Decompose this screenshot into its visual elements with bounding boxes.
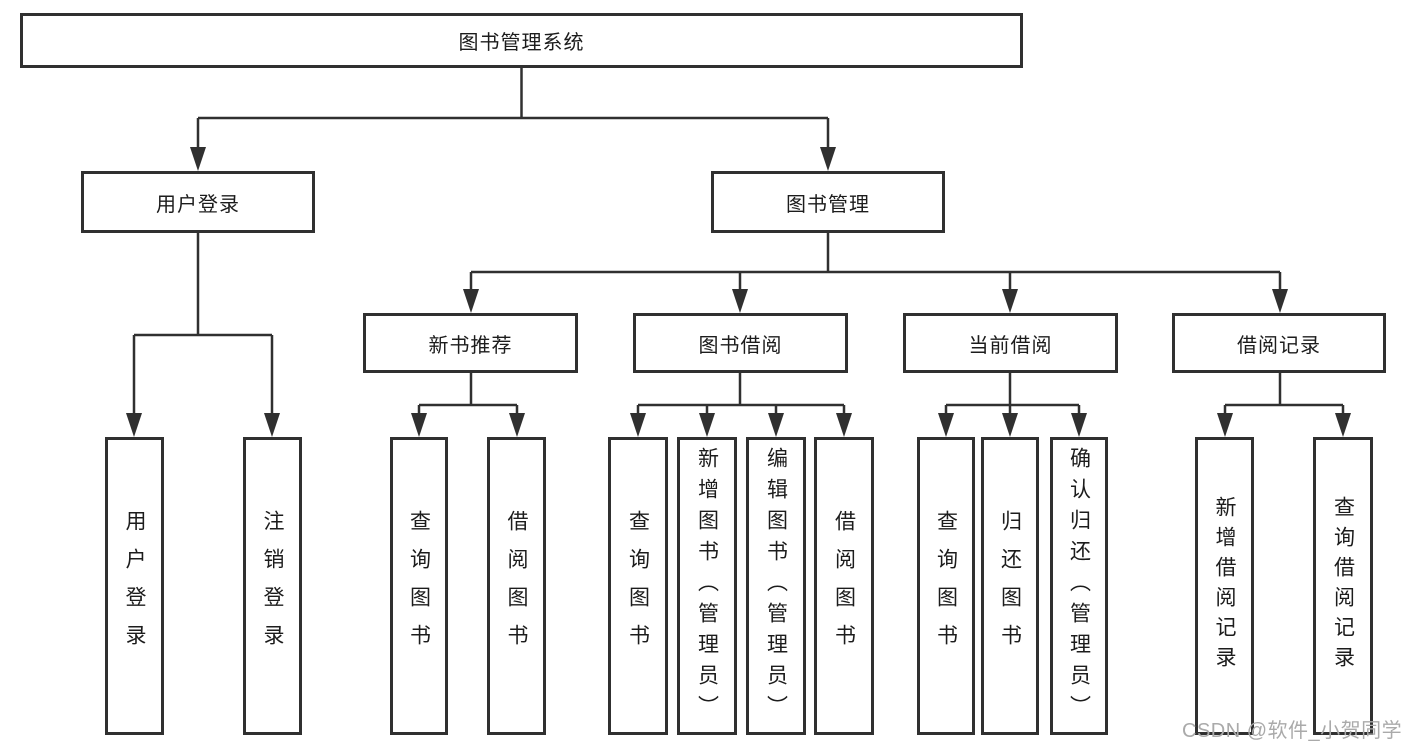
leaf-query-books-recommend: 查询图书 (390, 437, 448, 735)
node-label: 新书推荐 (428, 334, 513, 357)
leaf-borrow-books-recommend: 借阅图书 (487, 437, 546, 735)
leaf-query-books-current: 查询图书 (917, 437, 975, 735)
leaf-borrow-books: 借阅图书 (814, 437, 874, 735)
connector-lines (132, 68, 1345, 428)
node-user-login: 用户登录 (81, 171, 315, 233)
leaf-confirm-return-admin: 确认归还（管理员） (1050, 437, 1108, 735)
leaf-label: 查询图书 (407, 510, 431, 662)
leaf-label: 确认归还（管理员） (1067, 446, 1091, 726)
leaf-label: 查询借阅记录 (1331, 496, 1355, 676)
leaf-label: 新增借阅记录 (1213, 496, 1236, 676)
leaf-label: 注销登录 (261, 510, 284, 662)
leaf-label: 借阅图书 (832, 510, 856, 662)
leaf-label: 编辑图书（管理员） (764, 446, 788, 726)
leaf-label: 归还图书 (998, 510, 1022, 662)
leaf-edit-books-admin: 编辑图书（管理员） (746, 437, 806, 735)
node-label: 当前借阅 (968, 334, 1053, 357)
leaf-label: 用户登录 (123, 510, 146, 662)
leaf-query-books-borrowing: 查询图书 (608, 437, 668, 735)
node-library-system: 图书管理系统 (20, 13, 1023, 68)
csdn-watermark: CSDN @软件_小贺同学 (1182, 720, 1403, 742)
node-label: 用户登录 (156, 193, 240, 216)
node-book-borrowing: 图书借阅 (633, 313, 848, 373)
node-label: 图书管理系统 (458, 32, 585, 54)
leaf-query-borrow-record: 查询借阅记录 (1313, 437, 1373, 735)
leaf-label: 查询图书 (626, 510, 650, 662)
node-label: 图书借阅 (698, 334, 783, 357)
node-label: 借阅记录 (1237, 334, 1321, 357)
node-book-management: 图书管理 (711, 171, 945, 233)
leaf-label: 新增图书（管理员） (695, 446, 719, 726)
node-borrow-records: 借阅记录 (1172, 313, 1386, 373)
node-new-book-recommend: 新书推荐 (363, 313, 578, 373)
leaf-return-books: 归还图书 (981, 437, 1039, 735)
node-label: 图书管理 (786, 193, 870, 216)
leaf-label: 查询图书 (934, 510, 958, 662)
leaf-add-borrow-record: 新增借阅记录 (1195, 437, 1254, 735)
leaf-logout-login: 注销登录 (243, 437, 302, 735)
leaf-label: 借阅图书 (505, 510, 528, 662)
leaf-user-login: 用户登录 (105, 437, 164, 735)
arrowhead-icons (126, 147, 1351, 437)
leaf-add-books-admin: 新增图书（管理员） (677, 437, 737, 735)
node-current-borrowing: 当前借阅 (903, 313, 1118, 373)
